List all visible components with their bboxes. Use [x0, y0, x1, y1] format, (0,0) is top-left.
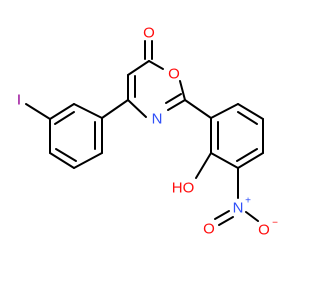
nitro-oxygen-charge: − — [272, 218, 278, 229]
bond-n-c4 — [127, 99, 147, 118]
bond-ar2-ar3-b — [237, 111, 258, 125]
hydroxyl-label: HO — [172, 180, 195, 197]
nitro-nitrogen-label: N — [233, 200, 244, 217]
bond-c2-n-b — [165, 93, 182, 104]
bond-c5-c6 — [127, 60, 150, 76]
bond-ph1-ph2 — [73, 103, 103, 119]
bond-nitro-n-o-b — [218, 216, 234, 226]
nitro-oxygen-double-label: O — [203, 221, 215, 238]
ring-oxygen-label: O — [168, 66, 180, 83]
carbonyl-oxygen-label: O — [143, 25, 155, 42]
nitro-oxygen-single-label: O — [258, 222, 270, 239]
bond-nitro-n-o-a — [214, 210, 230, 220]
bond-ph4-ph5-b — [55, 148, 77, 162]
bond-ar2-ar3-a — [237, 103, 264, 120]
bond-ar5-ar6 — [210, 152, 239, 169]
nitro-nitrogen-charge: + — [245, 196, 251, 207]
bond-ring-o-c2 — [179, 80, 186, 101]
bond-ph3-iodine — [25, 103, 51, 120]
bond-ph2-ph3-b — [54, 111, 75, 125]
bond-ar1-ar2 — [210, 103, 239, 119]
atom-labels: O O N I HO N + O O − — [17, 25, 278, 239]
ring-nitrogen-label: N — [152, 111, 163, 128]
bond-ph2-ph3-a — [49, 103, 75, 120]
bond-ph4-ph5-a — [49, 152, 75, 169]
bond-ph5-ph6 — [73, 152, 103, 169]
bond-c4-phenyl — [101, 99, 129, 119]
bond-c2-n-a — [167, 99, 186, 111]
bond-ar4-ar5-a — [237, 152, 264, 169]
bond-ar6-hydroxyl — [195, 152, 212, 179]
molecule-structure: O O N I HO N + O O − — [17, 25, 278, 239]
bond-nitro-n-o-minus — [245, 211, 259, 222]
iodine-label: I — [17, 92, 21, 109]
bond-c6-ring-o — [148, 60, 164, 70]
bond-ar4-ar5-b — [236, 148, 258, 162]
bonds — [25, 40, 264, 226]
bond-c2-aryl — [184, 99, 212, 119]
